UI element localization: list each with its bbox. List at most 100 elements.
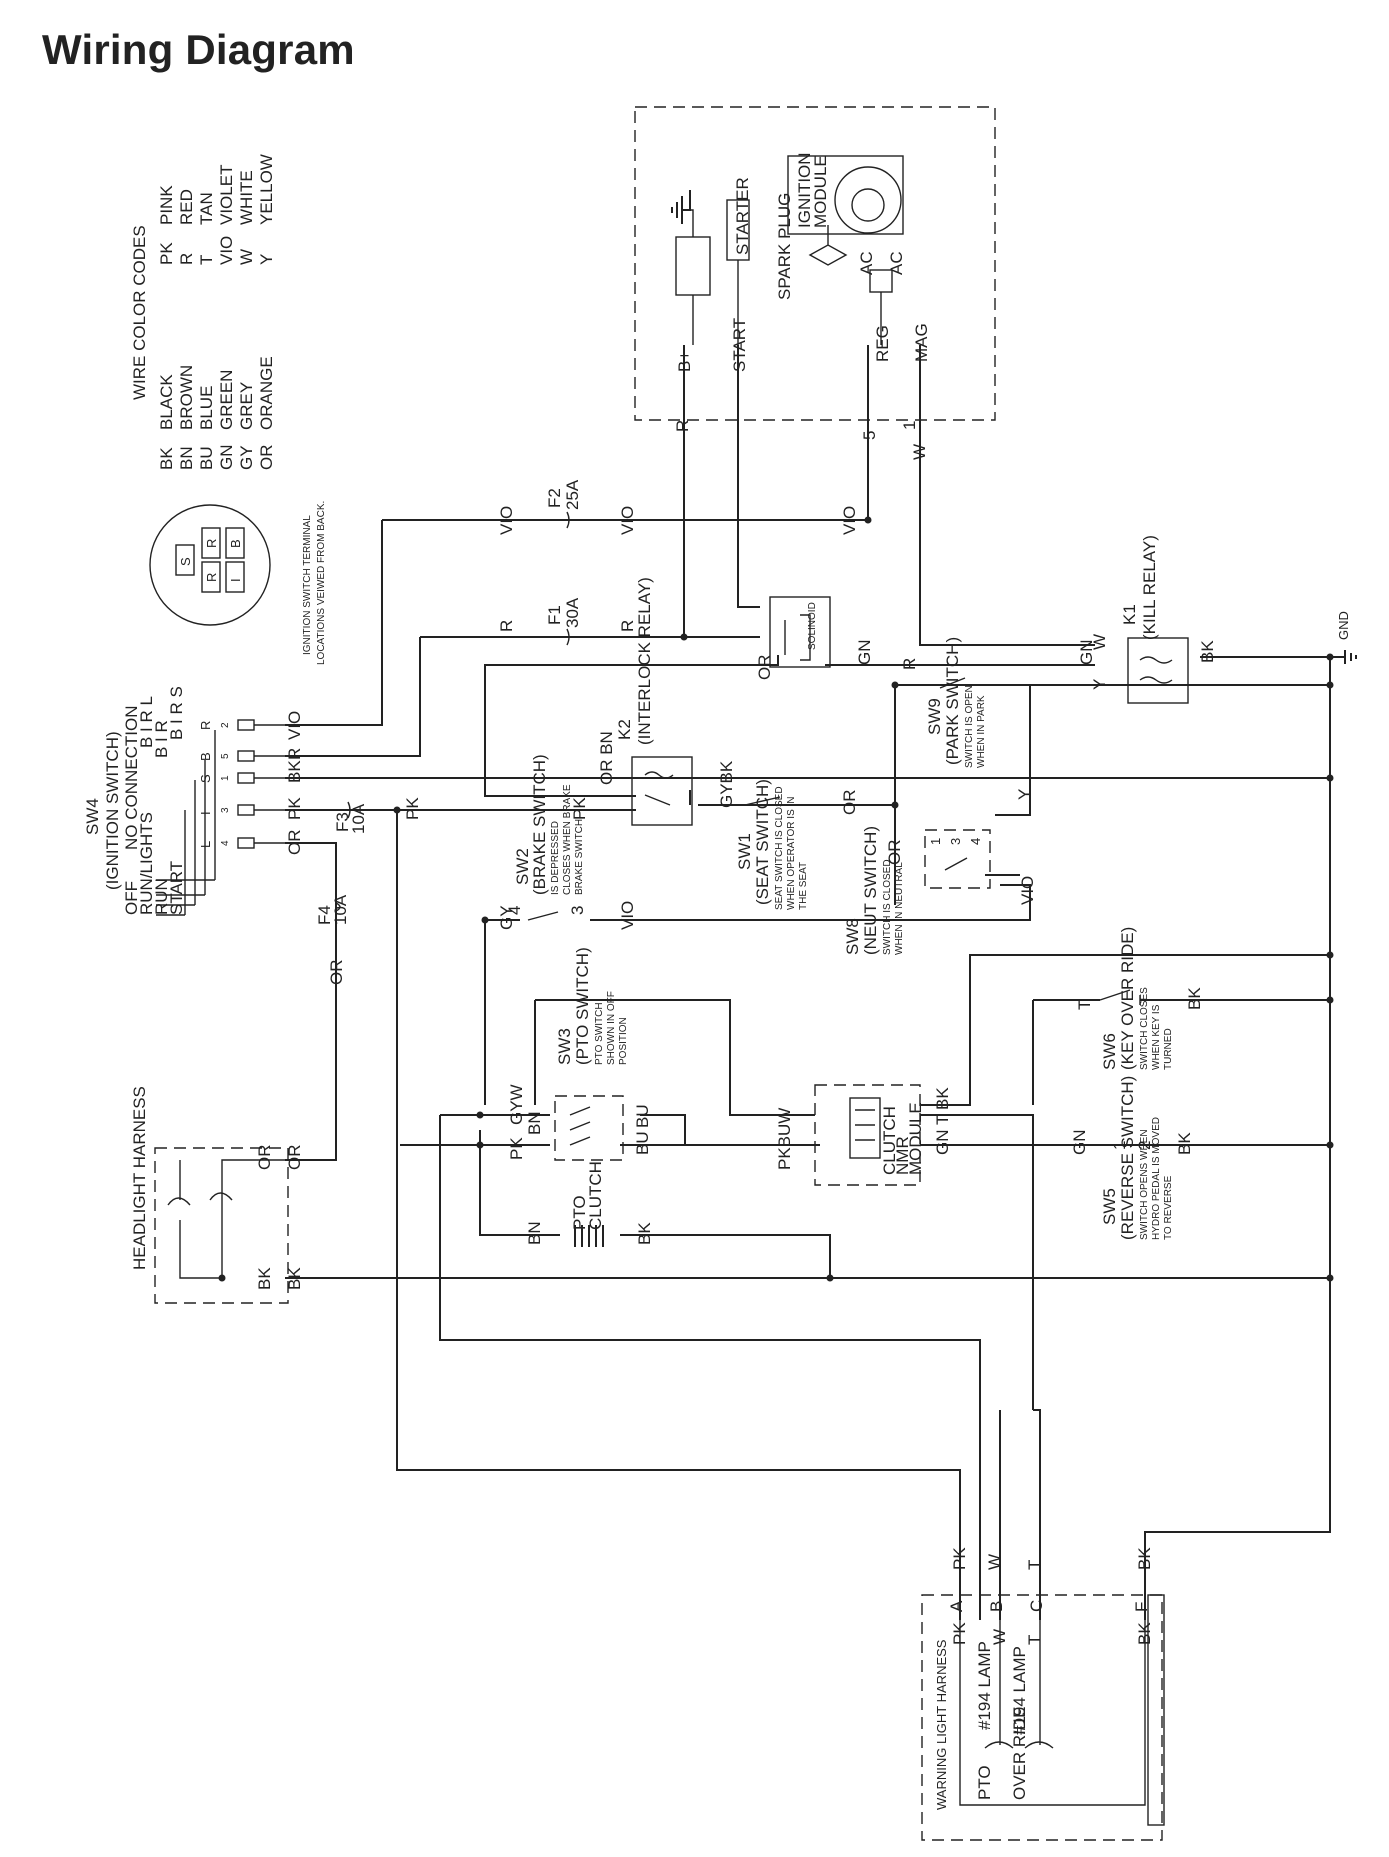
svg-text:PTO: PTO [570, 1195, 589, 1230]
svg-text:F3: F3 [333, 812, 352, 832]
svg-text:BRAKE SWITCH: BRAKE SWITCH [574, 819, 585, 895]
color-code-w: W [237, 249, 256, 265]
svg-text:PTO SWITCH: PTO SWITCH [594, 1002, 605, 1065]
svg-text:BK: BK [255, 1267, 274, 1290]
engine-box [634, 106, 996, 421]
svg-text:SW5: SW5 [1100, 1188, 1119, 1225]
svg-text:BK: BK [1135, 1622, 1154, 1645]
svg-text:3: 3 [568, 906, 587, 915]
sw2-brake-switch [527, 911, 559, 921]
color-name-green: GREEN [217, 370, 236, 430]
svg-text:1: 1 [1110, 1141, 1129, 1150]
color-code-gn: GN [217, 445, 236, 471]
svg-text:OVER RIDE: OVER RIDE [1010, 1706, 1029, 1800]
svg-text:B: B [228, 539, 243, 548]
fuse-symbols [335, 511, 570, 912]
pto-lamp [984, 1741, 1014, 1749]
svg-text:GYBK: GYBK [717, 760, 736, 808]
svg-text:MAG: MAG [912, 323, 931, 362]
svg-text:W: W [985, 1554, 1004, 1570]
svg-text:RUN/LIGHTS: RUN/LIGHTS [137, 812, 156, 915]
wires [285, 345, 1345, 1620]
color-name-blue: BLUE [197, 386, 216, 430]
svg-text:TURNED: TURNED [1163, 1028, 1174, 1070]
relay-labels: K1 (KILL RELAY) K2 (INTERLOCK RELAY) SOL… [615, 535, 1351, 745]
color-name-black: BLACK [157, 374, 176, 430]
pin-numbers: 4 3 1 2 1 3 4 [505, 838, 1154, 1150]
svg-text:A: A [947, 1600, 966, 1612]
svg-text:THE SEAT: THE SEAT [798, 862, 809, 910]
svg-text:R: R [204, 573, 219, 582]
junction-dots [218, 516, 1334, 1282]
svg-text:T: T [1025, 1635, 1044, 1645]
color-code-gy: GY [237, 445, 256, 470]
svg-text:MODULE: MODULE [906, 1102, 925, 1175]
color-code-bk: BK [157, 447, 176, 470]
color-code-bn: BN [177, 446, 196, 470]
svg-text:CLOSES WHEN BRAKE: CLOSES WHEN BRAKE [562, 784, 573, 895]
svg-text:OR: OR [285, 1145, 304, 1171]
svg-text:R: R [618, 620, 637, 632]
svg-text:B I R S: B I R S [167, 686, 186, 740]
k1-kill-relay-box [1127, 637, 1189, 704]
svg-text:IS DEPRESSED: IS DEPRESSED [550, 821, 561, 895]
sw4-name: SW4 [83, 798, 102, 835]
color-code-bu: BU [197, 446, 216, 470]
svg-text:R: R [204, 539, 219, 548]
svg-text:NO CONNECTION: NO CONNECTION [122, 706, 141, 851]
k2-desc: (INTERLOCK RELAY) [635, 577, 654, 745]
svg-text:C: C [1027, 1600, 1046, 1612]
color-name-grey: GREY [237, 382, 256, 430]
svg-text:25A: 25A [563, 479, 582, 510]
sw1-seat-switch [744, 796, 781, 806]
svg-text:PK: PK [950, 1547, 969, 1570]
svg-text:OR: OR [885, 840, 904, 866]
svg-text:SWITCH IS CLOSED: SWITCH IS CLOSED [882, 859, 893, 955]
ignition-switch-connectors [237, 719, 285, 849]
svg-text:CLUTCH: CLUTCH [586, 1161, 605, 1230]
color-name-red: RED [177, 189, 196, 225]
svg-text:(BRAKE SWITCH): (BRAKE SWITCH) [530, 754, 549, 895]
svg-text:VIO: VIO [1018, 876, 1037, 905]
color-name-tan: TAN [197, 192, 216, 225]
svg-text:B+: B+ [675, 351, 694, 372]
svg-text:RUN: RUN [152, 878, 171, 915]
svg-text:PTO: PTO [975, 1765, 994, 1800]
clutch-nmr-module-box [814, 1084, 921, 1186]
svg-text:GN: GN [1070, 1130, 1089, 1156]
svg-text:BK: BK [1185, 987, 1204, 1010]
svg-text:2: 2 [1135, 1141, 1154, 1150]
svg-text:VIO: VIO [840, 506, 859, 535]
svg-text:T: T [1075, 1000, 1094, 1010]
svg-text:BK: BK [285, 760, 304, 783]
svg-text:2: 2 [220, 722, 231, 728]
svg-text:4: 4 [220, 840, 231, 846]
headlight-lamp [167, 1192, 233, 1206]
terminal-letters: S R B R I [178, 539, 243, 582]
ignition-module-label-1: IGNITION [795, 152, 814, 228]
starter-label: STARTER [733, 177, 752, 255]
svg-text:(NEUT SWITCH): (NEUT SWITCH) [861, 826, 880, 955]
spark-plug-label: SPARK PLUG [775, 193, 794, 300]
svg-text:VIO: VIO [497, 506, 516, 535]
gnd-label: GND [1336, 611, 1351, 640]
svg-text:SW9: SW9 [925, 698, 944, 735]
svg-text:SWITCH IS OPEN: SWITCH IS OPEN [964, 685, 975, 768]
svg-text:#194 LAMP: #194 LAMP [1010, 1646, 1029, 1735]
switch-labels: SW9 (PARK SWITCH) SWITCH IS OPEN WHEN IN… [513, 637, 1174, 1240]
svg-text:TO REVERSE: TO REVERSE [1163, 1175, 1174, 1240]
svg-text:I: I [198, 811, 213, 815]
svg-text:PK: PK [285, 797, 304, 820]
color-code-y: Y [257, 254, 276, 265]
svg-text:SW8: SW8 [843, 918, 862, 955]
svg-text:VIO: VIO [285, 711, 304, 740]
svg-text:GYW: GYW [507, 1084, 526, 1125]
svg-text:SW6: SW6 [1100, 1033, 1119, 1070]
svg-text:BN: BN [525, 1221, 544, 1245]
svg-text:WHEN KEY IS: WHEN KEY IS [1151, 1004, 1162, 1070]
svg-text:(SEAT SWITCH): (SEAT SWITCH) [753, 779, 772, 905]
module-labels: PTO CLUTCH CLUTCH NMR MODULE HEADLIGHT H… [130, 1086, 1151, 1810]
k1-desc: (KILL RELAY) [1140, 535, 1159, 640]
solenoid-label: SOLINOID [807, 602, 818, 650]
svg-text:WHEN IN NEUTRAL: WHEN IN NEUTRAL [894, 862, 905, 955]
